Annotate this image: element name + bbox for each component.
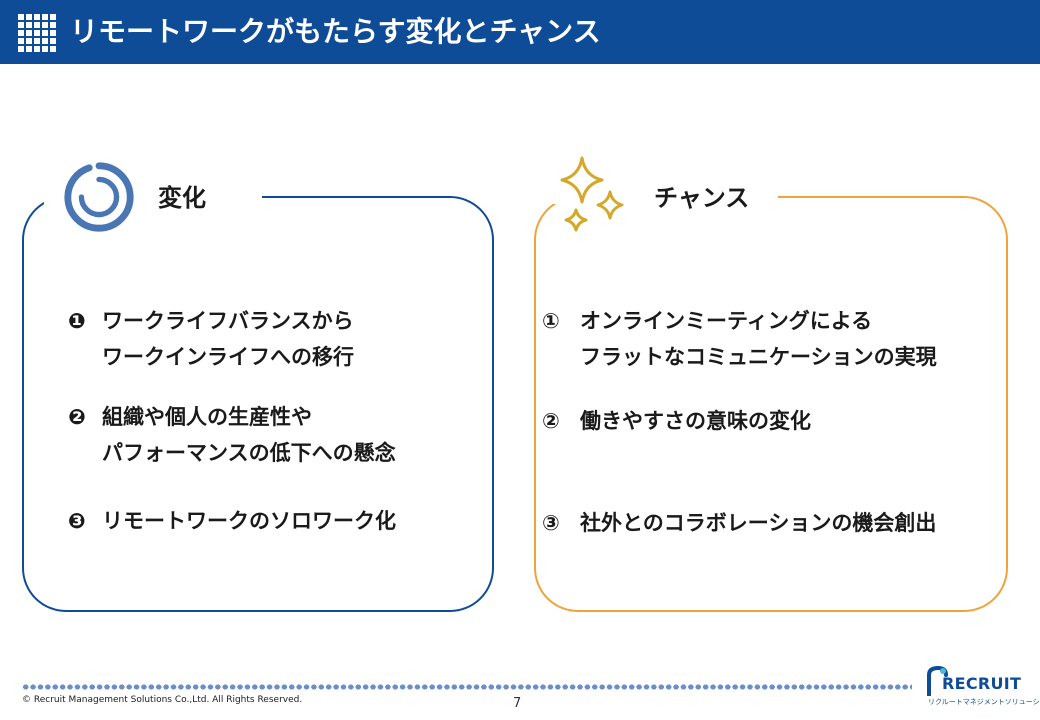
change-card xyxy=(22,196,494,612)
change-item-2: ❷ 組織や個人の生産性や パフォーマンスの低下への懸念 xyxy=(68,399,396,471)
item-marker: ❷ xyxy=(68,405,86,429)
change-item-1: ❶ ワークライフバランスから ワークインライフへの移行 xyxy=(68,303,354,375)
item-line: オンラインミーティングによる xyxy=(580,309,873,333)
page-title: リモートワークがもたらす変化とチャンス xyxy=(70,15,601,48)
item-marker: ❶ xyxy=(68,309,86,333)
item-line: 組織や個人の生産性や xyxy=(102,405,312,429)
page-number: 7 xyxy=(513,696,522,711)
chance-card xyxy=(534,196,1008,612)
swirl-icon xyxy=(64,162,134,232)
copyright-text: © Recruit Management Solutions Co.,Ltd. … xyxy=(22,695,303,705)
logo-mark-icon xyxy=(927,666,948,696)
chance-item-2: ② 働きやすさの意味の変化 xyxy=(542,403,811,439)
header-bar: リモートワークがもたらす変化とチャンス xyxy=(0,0,1040,64)
logo-text: RECRUIT xyxy=(942,674,1022,693)
item-line: ワークインライフへの移行 xyxy=(102,345,354,369)
item-line: リモートワークのソロワーク化 xyxy=(102,509,396,533)
chance-item-1: ① オンラインミーティングによる フラットなコミュニケーションの実現 xyxy=(542,303,937,375)
item-marker: ① xyxy=(542,309,560,333)
company-logo: RECRUIT リクルートマネジメントソリューションズ xyxy=(926,664,1040,714)
change-heading: 変化 xyxy=(158,184,206,212)
item-marker: ② xyxy=(542,409,560,433)
grid-icon xyxy=(18,14,56,52)
item-line: 働きやすさの意味の変化 xyxy=(580,409,811,433)
item-line: パフォーマンスの低下への懸念 xyxy=(102,441,396,465)
logo-subtext: リクルートマネジメントソリューションズ xyxy=(928,698,1040,706)
item-marker: ❸ xyxy=(68,509,86,533)
chance-heading: チャンス xyxy=(654,184,750,212)
sparkle-icon xyxy=(560,156,624,232)
item-marker: ③ xyxy=(542,511,560,535)
item-line: フラットなコミュニケーションの実現 xyxy=(580,345,937,369)
change-item-3: ❸ リモートワークのソロワーク化 xyxy=(68,503,396,539)
chance-item-3: ③ 社外とのコラボレーションの機会創出 xyxy=(542,505,936,541)
item-line: ワークライフバランスから xyxy=(102,309,354,333)
footer-divider xyxy=(22,683,912,691)
item-line: 社外とのコラボレーションの機会創出 xyxy=(580,511,937,535)
